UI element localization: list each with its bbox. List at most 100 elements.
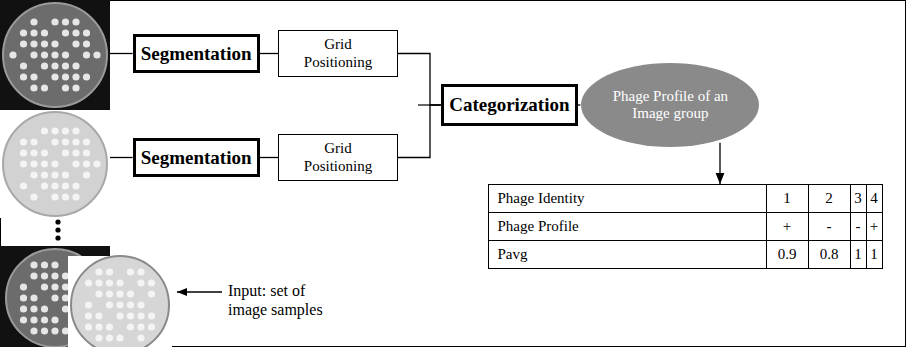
plaque-spot — [30, 305, 37, 312]
plaque-spot — [127, 301, 134, 308]
plaque-spot — [62, 62, 69, 69]
plaque-spot — [95, 312, 102, 319]
plaque-spot — [148, 290, 155, 297]
plaque-spot — [62, 182, 69, 189]
plaque-spot — [72, 40, 79, 47]
connector — [398, 105, 441, 158]
input-note: Input: set of image samples — [228, 281, 342, 319]
plaque-spot — [30, 40, 37, 47]
plaque-spot — [51, 182, 58, 189]
table-cell: Phage Identity — [488, 185, 766, 213]
plaque-spot — [51, 160, 58, 167]
plaque-spot — [41, 171, 48, 178]
plaque-spot — [41, 40, 48, 47]
plaque-spot — [51, 261, 58, 268]
plaque-spot — [127, 312, 134, 319]
plaque-spot — [72, 193, 79, 200]
plaque-spot — [106, 334, 113, 341]
plaque-spot — [116, 279, 123, 286]
plaque-spot — [62, 18, 69, 25]
process-box: Categorization — [441, 84, 578, 126]
plaque-spot — [83, 51, 90, 58]
dish-plate — [71, 256, 169, 347]
plaque-spot — [51, 193, 58, 200]
plaque-spot — [62, 73, 69, 80]
plaque-spot — [41, 327, 48, 334]
plaque-spot — [20, 160, 27, 167]
plaque-spot — [51, 283, 58, 290]
plaque-spot — [20, 62, 27, 69]
plaque-spot — [30, 51, 37, 58]
plaque-spot — [137, 268, 144, 275]
plaque-spot — [127, 323, 134, 330]
plaque-spot — [72, 160, 79, 167]
plaque-spot — [41, 160, 48, 167]
table-cell: 4 — [866, 185, 882, 213]
plaque-spot — [95, 334, 102, 341]
plaque-spot — [137, 323, 144, 330]
plaque-spot — [85, 279, 92, 286]
connector — [260, 53, 278, 54]
petri-dish-photo — [68, 256, 172, 347]
petri-dish-photo — [0, 110, 110, 218]
connector — [719, 143, 720, 184]
plaque-spot — [116, 334, 123, 341]
plaque-spot — [137, 301, 144, 308]
plaque-spot — [51, 171, 58, 178]
plaque-spot — [72, 73, 79, 80]
plaque-spot — [51, 73, 58, 80]
table-row: Pavg0.90.811 — [488, 241, 882, 269]
plaque-spot — [62, 51, 69, 58]
plaque-spot — [51, 18, 58, 25]
plaque-spot — [51, 40, 58, 47]
plaque-spot — [51, 316, 58, 323]
ellipsis-dot — [55, 227, 60, 232]
plaque-spot — [85, 312, 92, 319]
dish-plate — [3, 112, 107, 216]
profile-table: Phage Identity1234Phage Profile+--+Pavg0… — [488, 184, 883, 272]
plaque-spot — [51, 138, 58, 145]
input-lead-line — [110, 53, 133, 54]
input-pointer-arrow — [177, 291, 222, 293]
ellipse-shape — [581, 63, 759, 147]
plaque-spot — [106, 268, 113, 275]
plaque-spot — [30, 261, 37, 268]
result-ellipse: Phage Profile of an Image group — [580, 62, 760, 148]
photo-ground — [0, 110, 110, 218]
ellipse-text: Phage Profile of an Image group — [609, 88, 731, 123]
input-lead-line — [110, 157, 133, 158]
connector — [398, 54, 441, 106]
plaque-spot — [20, 29, 27, 36]
plaque-spot — [62, 149, 69, 156]
plaque-spot — [116, 290, 123, 297]
dish-plate — [3, 3, 107, 107]
plaque-spot — [30, 149, 37, 156]
plaque-spot — [83, 149, 90, 156]
plaque-spot — [83, 29, 90, 36]
plaque-spot — [62, 171, 69, 178]
ellipsis-dot — [55, 235, 60, 240]
plaque-spot — [85, 323, 92, 330]
plaque-spot — [83, 171, 90, 178]
plaque-spot — [41, 127, 48, 134]
table-cell: 0.9 — [766, 241, 808, 269]
plaque-spot — [30, 294, 37, 301]
plaque-spot — [9, 51, 16, 58]
plaque-spot — [62, 84, 69, 91]
plaque-spot — [72, 182, 79, 189]
plaque-spot — [83, 138, 90, 145]
plaque-spot — [41, 29, 48, 36]
plaque-spot — [41, 149, 48, 156]
plaque-spot — [127, 290, 134, 297]
table-cell: 1 — [866, 241, 882, 269]
photo-ground — [0, 0, 110, 110]
plaque-spot — [20, 316, 27, 323]
plaque-spot — [30, 84, 37, 91]
plaque-spot — [30, 327, 37, 334]
plaque-spot — [106, 301, 113, 308]
box-text: Grid Positioning — [297, 140, 379, 175]
plaque-spot — [41, 316, 48, 323]
connector — [578, 104, 581, 105]
plaque-spot — [51, 127, 58, 134]
